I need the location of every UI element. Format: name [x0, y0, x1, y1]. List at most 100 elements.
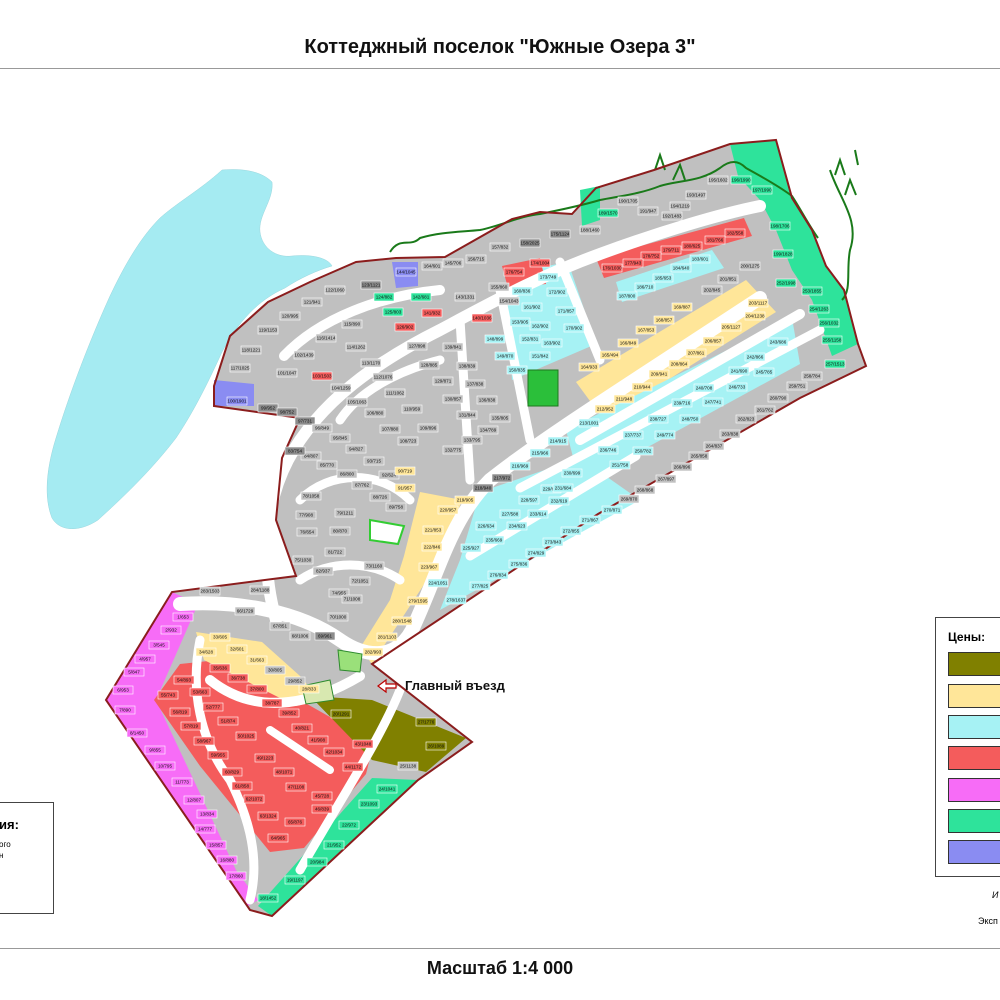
plot-area[interactable]	[548, 496, 570, 506]
plot-271[interactable]: 271/867	[579, 515, 601, 525]
plot-area[interactable]	[330, 709, 352, 719]
plot-228[interactable]: 228/597	[518, 495, 540, 505]
plot-177[interactable]: 177/943	[622, 258, 644, 268]
plot-area[interactable]	[311, 371, 333, 381]
plot-area[interactable]	[112, 685, 134, 695]
plot-area[interactable]	[476, 395, 498, 405]
plot-173[interactable]: 173/749	[537, 272, 559, 282]
plot-area[interactable]	[407, 596, 429, 606]
plot-area[interactable]	[394, 322, 416, 332]
plot-140[interactable]: 140/1036	[471, 313, 493, 323]
plot-255[interactable]: 255/1158	[821, 335, 843, 345]
plot-267[interactable]: 267/897	[655, 474, 677, 484]
plot-area[interactable]	[196, 809, 218, 819]
plot-88[interactable]: 88/726	[369, 492, 391, 502]
plot-area[interactable]	[360, 280, 382, 290]
plot-58[interactable]: 58/967	[193, 736, 215, 746]
plot-area[interactable]	[652, 273, 674, 283]
plot-66[interactable]: 66/1729	[234, 606, 256, 616]
plot-273[interactable]: 273/843	[542, 537, 564, 547]
plot-122[interactable]: 122/1060	[324, 285, 346, 295]
plot-area[interactable]	[284, 446, 306, 456]
plot-area[interactable]	[609, 460, 631, 470]
plot-area[interactable]	[487, 570, 509, 580]
plot-109[interactable]: 109/896	[417, 423, 439, 433]
plot-119[interactable]: 119/1153	[257, 325, 279, 335]
plot-area[interactable]	[767, 393, 789, 403]
plot-201[interactable]: 201/851	[717, 274, 739, 284]
plot-area[interactable]	[679, 414, 701, 424]
plot-284[interactable]: 284/1188	[249, 585, 271, 595]
plot-area[interactable]	[330, 383, 352, 393]
plot-area[interactable]	[229, 363, 251, 373]
plot-279[interactable]: 279/1595	[407, 596, 429, 606]
plot-area[interactable]	[341, 594, 363, 604]
plot-6[interactable]: 6/953	[112, 685, 134, 695]
plot-52[interactable]: 52/777	[202, 702, 224, 712]
plot-266[interactable]: 266/896	[671, 462, 693, 472]
plot-area[interactable]	[519, 334, 541, 344]
plot-area[interactable]	[209, 663, 231, 673]
plot-203[interactable]: 203/1117	[747, 298, 769, 308]
plot-27[interactable]: 27/1776	[415, 717, 437, 727]
plot-area[interactable]	[306, 857, 328, 867]
plot-area[interactable]	[509, 461, 531, 471]
plot-178[interactable]: 178/752	[640, 251, 662, 261]
plot-area[interactable]	[234, 606, 256, 616]
plot-123[interactable]: 123/1121	[360, 280, 382, 290]
plot-126[interactable]: 126/902	[394, 322, 416, 332]
plot-169[interactable]: 169/887	[671, 302, 693, 312]
plot-area[interactable]	[685, 348, 707, 358]
plot-area[interactable]	[205, 840, 227, 850]
plot-67[interactable]: 67/851	[269, 621, 291, 631]
plot-65[interactable]: 65/876	[284, 817, 306, 827]
plot-190[interactable]: 190/1705	[617, 196, 639, 206]
plot-area[interactable]	[578, 418, 600, 428]
plot-137[interactable]: 137/838	[464, 379, 486, 389]
plot-39[interactable]: 39/852	[278, 708, 300, 718]
plot-area[interactable]	[561, 468, 583, 478]
plot-103[interactable]: 103/1503	[311, 371, 333, 381]
plot-area[interactable]	[519, 238, 541, 248]
plot-80[interactable]: 80/870	[329, 526, 351, 536]
plot-93[interactable]: 93/715	[363, 456, 385, 466]
plot-237[interactable]: 237/737	[622, 430, 644, 440]
plot-area[interactable]	[751, 185, 773, 195]
plot-area[interactable]	[484, 334, 506, 344]
plot-278[interactable]: 278/1637	[445, 595, 467, 605]
plot-254[interactable]: 254/1263	[808, 304, 830, 314]
plot-area[interactable]	[489, 413, 511, 423]
plot-area[interactable]	[278, 708, 300, 718]
plot-246[interactable]: 246/733	[726, 382, 748, 392]
plot-4[interactable]: 4/957	[134, 654, 156, 664]
plot-57[interactable]: 57/819	[180, 721, 202, 731]
plot-area[interactable]	[123, 667, 145, 677]
plot-area[interactable]	[555, 306, 577, 316]
plot-area[interactable]	[225, 871, 247, 881]
plot-54[interactable]: 54/893	[173, 675, 195, 685]
plot-area[interactable]	[172, 612, 194, 622]
plot-168[interactable]: 168/857	[653, 315, 675, 325]
plot-area[interactable]	[730, 175, 752, 185]
plot-area[interactable]	[499, 509, 521, 519]
plot-area[interactable]	[472, 483, 494, 493]
plot-area[interactable]	[503, 267, 525, 277]
plot-132[interactable]: 132/775	[442, 445, 464, 455]
plot-area[interactable]	[376, 784, 398, 794]
plot-area[interactable]	[671, 462, 693, 472]
plot-area[interactable]	[418, 562, 440, 572]
plot-105[interactable]: 105/1063	[346, 397, 368, 407]
plot-75[interactable]: 75/1030	[292, 555, 314, 565]
plot-243[interactable]: 243/686	[767, 337, 789, 347]
plot-area[interactable]	[157, 690, 179, 700]
plot-area[interactable]	[432, 376, 454, 386]
plot-189[interactable]: 189/1570	[597, 208, 619, 218]
plot-10[interactable]: 10/795	[154, 761, 176, 771]
plot-area[interactable]	[597, 208, 619, 218]
plot-area[interactable]	[296, 527, 318, 537]
plot-218[interactable]: 218/940	[472, 483, 494, 493]
plot-174[interactable]: 174/1004	[529, 258, 551, 268]
plot-152[interactable]: 152/831	[519, 334, 541, 344]
plot-area[interactable]	[285, 782, 307, 792]
plot-area[interactable]	[362, 647, 384, 657]
